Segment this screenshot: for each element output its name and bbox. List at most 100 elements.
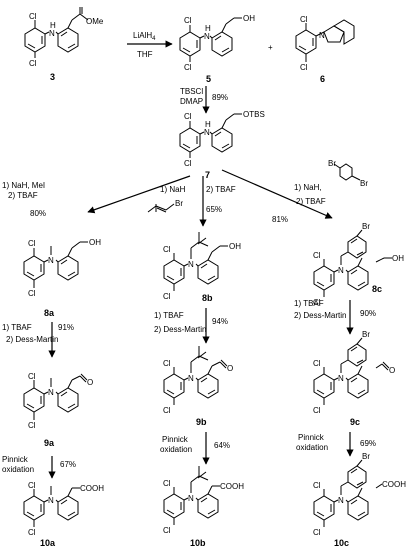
compound-9c: Cl Cl O N Br 9c — [313, 330, 395, 427]
reagent-text: 1) NaH, — [294, 183, 322, 192]
yield-text: 64% — [214, 441, 230, 450]
compound-label: 7 — [205, 170, 210, 180]
reagent-text: 1) TBAF — [154, 311, 184, 320]
reagent-text: 2) Dess-Martin — [6, 335, 58, 344]
cl-atom: Cl — [28, 289, 36, 298]
yield-text: 81% — [272, 215, 288, 224]
reaction-arrow-a — [87, 175, 191, 214]
compound-6: Cl Cl N 6 — [295, 15, 355, 84]
n-atom: N — [188, 260, 194, 269]
compound-5: Cl Cl OH H N 5 — [179, 14, 255, 84]
compound-8c: Cl Cl OH N Br 8c — [313, 222, 404, 307]
n-atom: N — [204, 32, 210, 41]
yield-text: 89% — [212, 93, 228, 102]
reagent-text: oxidation — [296, 443, 328, 452]
reagent-text: Pinnick — [2, 455, 29, 464]
reagent-text: 1) NaH, MeI — [2, 181, 45, 190]
cl-atom: Cl — [28, 528, 36, 537]
cl-atom: Cl — [28, 372, 36, 381]
compound-label: 10b — [190, 538, 206, 548]
cl-atom: Cl — [313, 481, 321, 490]
cl-atom: Cl — [29, 59, 37, 68]
yield-text: 90% — [360, 309, 376, 318]
bromobenzyl-bromide-reagent: Br Br — [328, 159, 368, 188]
reagent-text: 2) TBAF — [206, 185, 236, 194]
o-atom: O — [227, 364, 233, 373]
n-atom: N — [319, 31, 325, 40]
reagent-text: LiAlH4 — [133, 31, 156, 42]
cl-atom: Cl — [163, 292, 171, 301]
br-atom: Br — [362, 330, 370, 339]
cl-atom: Cl — [300, 63, 308, 72]
compound-10a: Cl Cl COOH N 10a — [23, 481, 104, 548]
compound-label: 6 — [320, 74, 325, 84]
compound-label: 8a — [44, 308, 55, 318]
br-atom: Br — [362, 222, 370, 231]
compound-9b: Cl Cl O N 9b — [163, 346, 233, 427]
compound-label: 9c — [350, 417, 360, 427]
cl-atom: Cl — [163, 479, 171, 488]
yield-text: 69% — [360, 439, 376, 448]
compound-label: 9a — [44, 438, 55, 448]
oh-group: OH — [243, 14, 255, 23]
cooh-group: COOH — [382, 480, 406, 489]
cl-atom: Cl — [28, 481, 36, 490]
br-atom: Br — [360, 179, 368, 188]
reagent-text: 2) TBAF — [296, 197, 326, 206]
reagent-text: 1) TBAF — [2, 323, 32, 332]
yield-text: 65% — [206, 205, 222, 214]
reagent-text: oxidation — [2, 465, 34, 474]
oh-group: OH — [89, 238, 101, 247]
compound-label: 8c — [372, 284, 382, 294]
h-atom: H — [205, 24, 211, 33]
n-atom: N — [204, 128, 210, 137]
cl-atom: Cl — [184, 159, 192, 168]
reagent-text: Pinnick — [298, 433, 325, 442]
compound-10c: Cl Cl COOH N Br 10c — [313, 452, 406, 548]
yield-text: 80% — [30, 209, 46, 218]
compound-label: 9b — [196, 417, 207, 427]
oh-group: OH — [392, 254, 404, 263]
compound-label: 10c — [334, 538, 349, 548]
reagent-text: 1) TBAF — [294, 299, 324, 308]
cl-atom: Cl — [313, 298, 321, 307]
cl-atom: Cl — [184, 112, 192, 121]
cl-atom: Cl — [163, 359, 171, 368]
compound-label: 3 — [50, 72, 55, 82]
n-atom: N — [48, 496, 54, 505]
n-atom: N — [188, 494, 194, 503]
plus-sign: + — [268, 43, 273, 52]
cl-atom: Cl — [163, 245, 171, 254]
reagent-text: 2) Dess-Martin — [294, 311, 346, 320]
br-atom: Br — [328, 159, 336, 168]
prenyl-bromide-reagent: Br — [147, 199, 183, 213]
cooh-group: COOH — [220, 482, 244, 491]
cl-atom: Cl — [313, 406, 321, 415]
n-atom: N — [48, 256, 54, 265]
compound-label: 5 — [206, 74, 211, 84]
n-atom: N — [188, 374, 194, 383]
n-atom: N — [338, 266, 344, 275]
reagent-text: 2) TBAF — [8, 191, 38, 200]
o-atom: O — [389, 366, 395, 375]
yield-text: 91% — [58, 323, 74, 332]
compound-9a: Cl Cl O N 9a — [23, 372, 93, 448]
reagent-text: 1) NaH — [160, 185, 186, 194]
br-atom: Br — [175, 199, 183, 208]
n-atom: N — [338, 374, 344, 383]
reagent-text: TBSCl — [180, 87, 203, 96]
reagent-text: DMAP — [180, 97, 203, 106]
compound-label: 10a — [40, 538, 56, 548]
h-atom: H — [50, 21, 56, 30]
cl-atom: Cl — [184, 63, 192, 72]
reagent-text: oxidation — [160, 445, 192, 454]
n-atom: N — [338, 496, 344, 505]
n-atom: N — [49, 29, 55, 38]
otbs-group: OTBS — [243, 110, 265, 119]
cl-atom: Cl — [29, 12, 37, 21]
br-atom: Br — [362, 452, 370, 461]
compound-3: Cl Cl OMe H N 3 — [24, 7, 104, 82]
o-atom: O — [87, 378, 93, 387]
ome-group: OMe — [86, 17, 104, 26]
